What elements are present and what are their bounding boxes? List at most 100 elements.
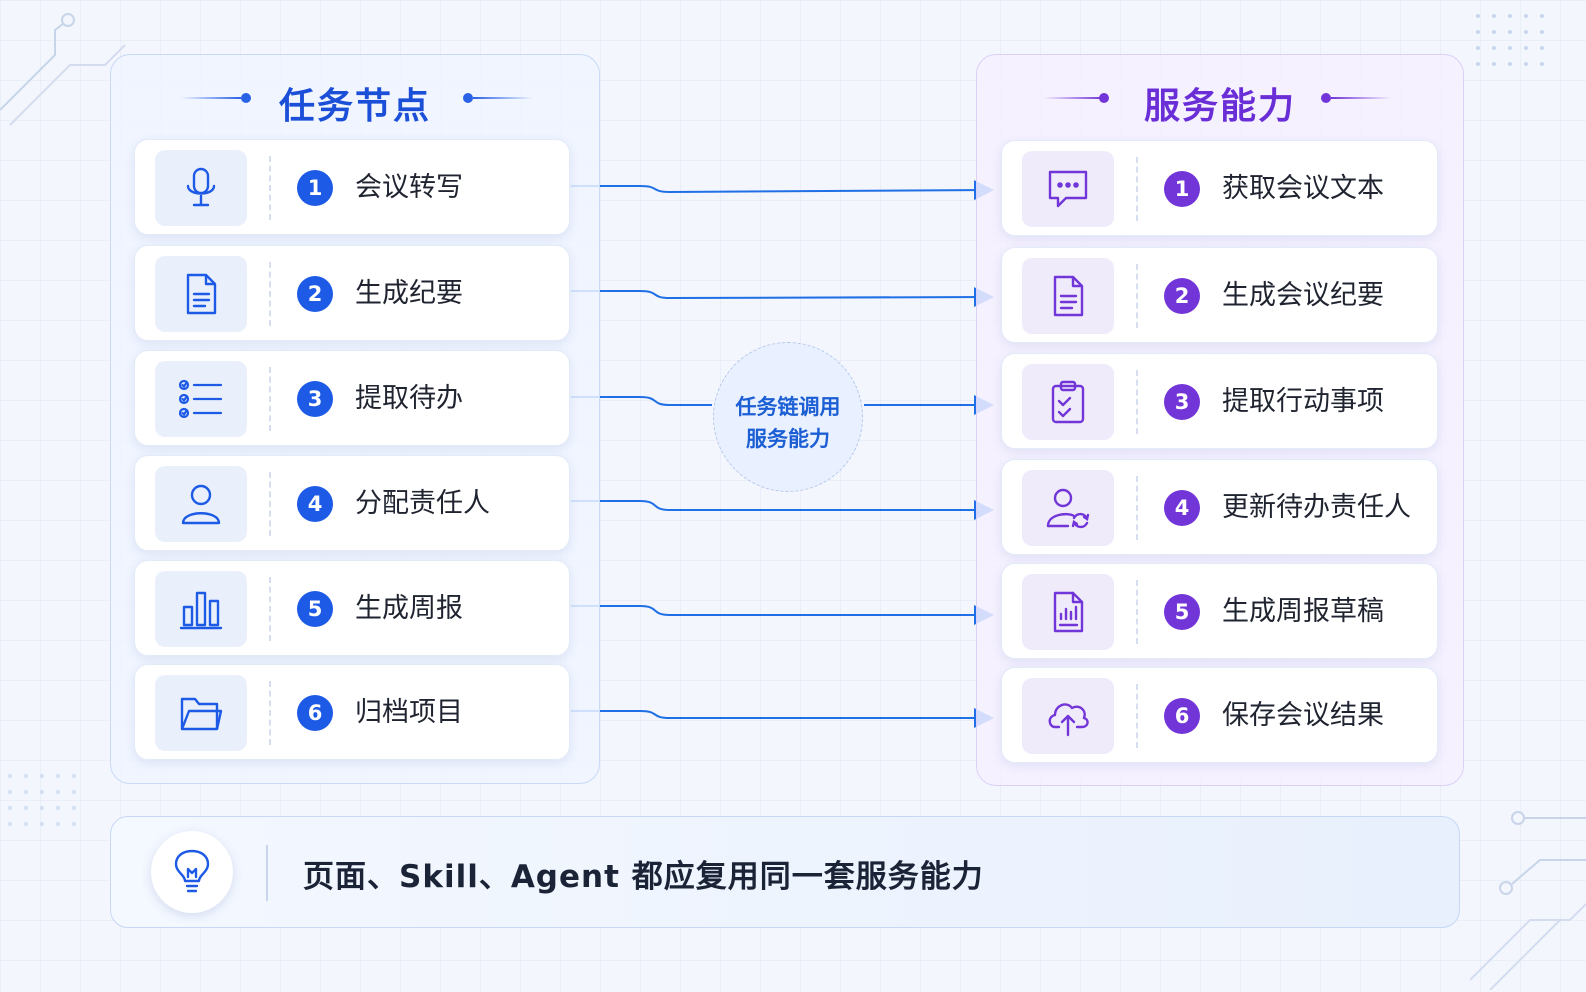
title-dot-right: [463, 93, 473, 103]
task-node-label: 分配责任人: [355, 488, 490, 519]
cloud-upload-icon: [1048, 703, 1089, 737]
divider: [269, 681, 271, 745]
step-badge: 4: [297, 486, 333, 522]
step-badge: 6: [297, 695, 333, 731]
step-badge: 2: [297, 276, 333, 312]
service-capability-3[interactable]: 3 提取行动事项: [1001, 353, 1438, 449]
step-badge: 3: [1164, 384, 1200, 420]
lightbulb-badge: [151, 831, 233, 913]
task-node-label: 生成周报: [355, 593, 463, 624]
divider: [1136, 370, 1138, 434]
service-capability-4[interactable]: 4 更新待办责任人: [1001, 459, 1438, 555]
footer-principle-banner: 页面、Skill、Agent 都应复用同一套服务能力: [110, 816, 1460, 928]
title-dot-left: [241, 93, 251, 103]
document-icon: [186, 273, 217, 315]
service-capability-6[interactable]: 6 保存会议结果: [1001, 667, 1438, 763]
service-capability-label: 生成会议纪要: [1222, 280, 1384, 311]
service-capability-label: 保存会议结果: [1222, 700, 1384, 731]
divider: [1136, 157, 1138, 221]
circuit-decoration-bottom-right: [1470, 811, 1586, 990]
step-badge: 5: [297, 591, 333, 627]
service-capability-label: 更新待办责任人: [1222, 492, 1411, 523]
document-icon: [1053, 275, 1084, 317]
service-capability-label: 生成周报草稿: [1222, 596, 1384, 627]
task-node-label: 归档项目: [355, 697, 463, 728]
task-node-5[interactable]: 5 生成周报: [134, 560, 570, 656]
divider: [269, 262, 271, 326]
icon-tile: [155, 571, 247, 647]
task-node-label: 生成纪要: [355, 278, 463, 309]
divider: [269, 577, 271, 641]
step-badge: 5: [1164, 594, 1200, 630]
task-nodes-title: 任务节点: [278, 86, 431, 127]
task-node-label: 会议转写: [355, 172, 463, 203]
clipboard-check-icon: [1051, 380, 1085, 424]
service-capability-1[interactable]: 1 获取会议文本: [1001, 140, 1438, 236]
icon-tile: [1022, 258, 1114, 334]
icon-tile: [1022, 364, 1114, 440]
dot-grid-bottom-left: [8, 774, 76, 826]
icon-tile: [1022, 678, 1114, 754]
bar-chart-icon: [179, 591, 223, 630]
connector-5: [571, 605, 994, 625]
lightbulb-icon: [174, 849, 210, 893]
task-node-1[interactable]: 1 会议转写: [134, 139, 570, 235]
task-node-6[interactable]: 6 归档项目: [134, 664, 570, 760]
step-badge: 1: [1164, 171, 1200, 207]
divider: [1136, 476, 1138, 540]
icon-tile: [155, 256, 247, 332]
service-capability-label: 提取行动事项: [1222, 386, 1384, 417]
task-node-label: 提取待办: [355, 383, 463, 414]
divider: [269, 367, 271, 431]
footer-divider: [266, 845, 268, 901]
service-capability-2[interactable]: 2 生成会议纪要: [1001, 247, 1438, 343]
icon-tile: [155, 675, 247, 751]
connector-4: [571, 500, 994, 520]
user-sync-icon: [1046, 488, 1090, 529]
divider: [269, 472, 271, 536]
connector-1: [571, 180, 994, 201]
service-capability-5[interactable]: 5 生成周报草稿: [1001, 563, 1438, 659]
icon-tile: [155, 150, 247, 226]
center-text-line-1: 任务链调用: [735, 395, 841, 419]
footer-principle-text: 页面、Skill、Agent 都应复用同一套服务能力: [303, 859, 984, 895]
center-call-badge: 任务链调用 服务能力: [713, 342, 863, 492]
divider: [269, 156, 271, 220]
title-line-left: [1043, 97, 1103, 99]
icon-tile: [1022, 574, 1114, 650]
title-dot-right: [1321, 93, 1331, 103]
report-icon: [1053, 591, 1084, 633]
step-badge: 2: [1164, 278, 1200, 314]
task-node-3[interactable]: 3 提取待办: [134, 350, 570, 446]
microphone-icon: [186, 167, 216, 207]
dot-grid-top-right: [1476, 14, 1544, 66]
title-line-right: [1331, 97, 1391, 99]
title-line-right: [473, 97, 533, 99]
connector-3: [571, 397, 990, 405]
title-line-left: [181, 97, 241, 99]
icon-tile: [1022, 470, 1114, 546]
divider: [1136, 684, 1138, 748]
connector-6: [571, 708, 994, 728]
icon-tile: [1022, 151, 1114, 227]
step-badge: 3: [297, 381, 333, 417]
step-badge: 6: [1164, 698, 1200, 734]
step-badge: 4: [1164, 490, 1200, 526]
task-node-4[interactable]: 4 分配责任人: [134, 455, 570, 551]
service-capabilities-title: 服务能力: [1143, 86, 1296, 127]
step-badge: 1: [297, 170, 333, 206]
divider: [1136, 264, 1138, 328]
checklist-icon: [179, 379, 223, 419]
circuit-decoration-top-left: [0, 13, 126, 126]
icon-tile: [155, 466, 247, 542]
service-capability-label: 获取会议文本: [1222, 173, 1384, 204]
title-dot-left: [1099, 93, 1109, 103]
connector-2: [571, 287, 994, 308]
center-text-line-2: 服务能力: [746, 427, 830, 451]
folder-icon: [180, 697, 223, 731]
user-icon: [181, 484, 221, 525]
task-node-2[interactable]: 2 生成纪要: [134, 245, 570, 341]
divider: [1136, 580, 1138, 644]
chat-bubble-icon: [1048, 170, 1088, 208]
